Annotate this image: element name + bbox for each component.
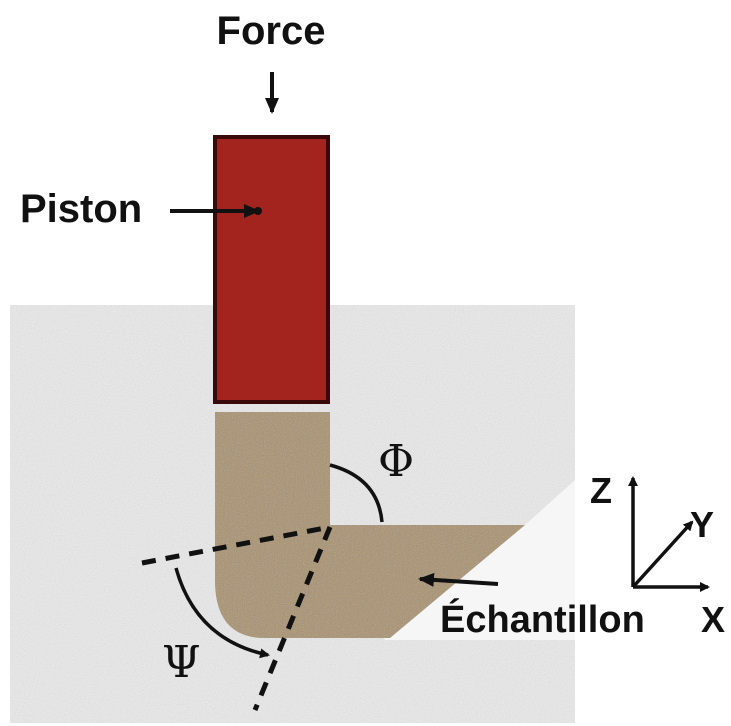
dashed-axis-line-2 [252,526,333,711]
axis-x-label: X [701,599,725,640]
piston-pointer-dot [254,207,262,215]
piston-shape [213,135,330,404]
dashed-axis-line-1 [141,524,331,566]
sample-pointer [418,572,499,587]
axis-y-arrow [631,520,694,589]
piston-label: Piston [20,187,142,231]
psi-angle-arc [174,567,270,659]
force-label: Force [217,9,326,53]
phi-label: Φ [378,436,414,487]
axis-y-label: Y [690,504,714,545]
psi-label: Ψ [162,637,201,688]
phi-angle-arc [329,463,384,523]
sample-label: Échantillon [440,597,645,641]
axis-z-label: Z [590,470,612,511]
